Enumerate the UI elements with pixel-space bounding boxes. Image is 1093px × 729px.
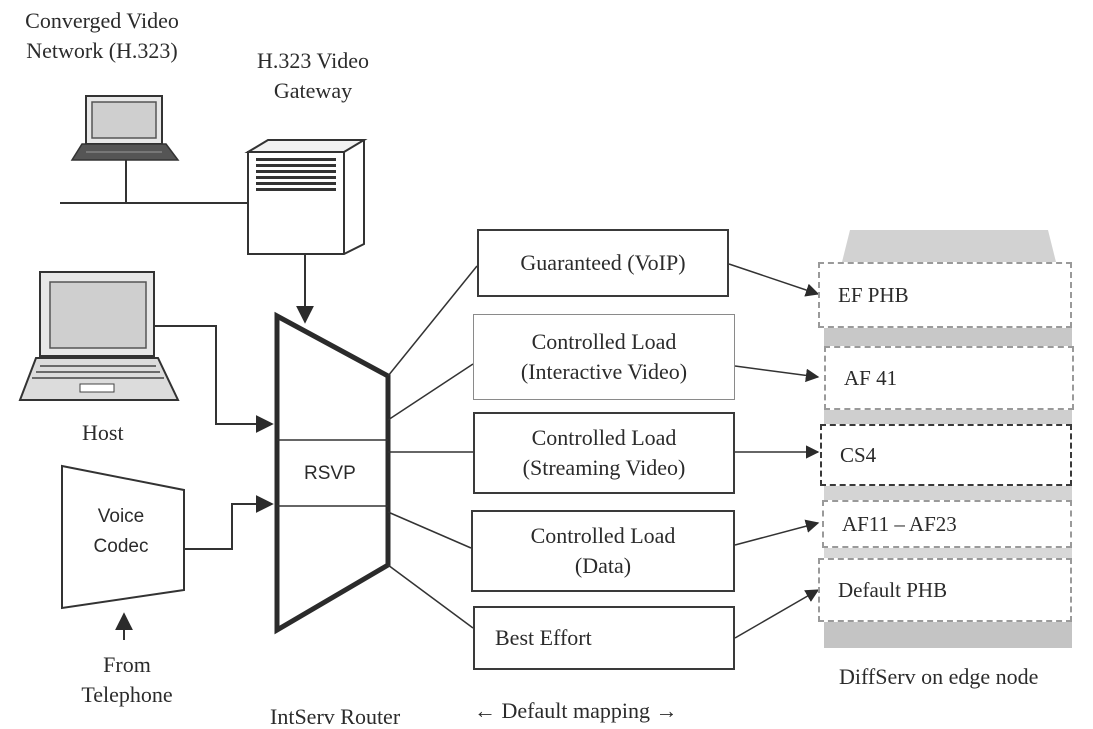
host-to-router-arrow bbox=[154, 325, 274, 433]
router-to-data-line bbox=[387, 511, 472, 549]
router-to-besteffort-line bbox=[387, 564, 474, 629]
intserv-class-streaming-video: Controlled Load (Streaming Video) bbox=[473, 412, 735, 494]
intserv-class-sublabel: (Data) bbox=[574, 553, 632, 578]
diffserv-class-label: EF PHB bbox=[838, 282, 909, 307]
diffserv-class-label: AF 41 bbox=[844, 365, 898, 390]
gateway-server-icon bbox=[244, 139, 368, 255]
diffserv-top-cap bbox=[842, 230, 1056, 262]
intserv-class-data: Controlled Load (Data) bbox=[471, 510, 735, 592]
codec-to-router-arrow bbox=[184, 495, 274, 550]
map-arrow-default bbox=[734, 589, 820, 639]
gateway-line1: H.323 Video bbox=[257, 48, 369, 73]
diffserv-band-4 bbox=[824, 548, 1072, 558]
intserv-class-label: Best Effort bbox=[495, 625, 592, 650]
diffserv-base bbox=[824, 622, 1072, 648]
intserv-class-guaranteed: Guaranteed (VoIP) bbox=[477, 229, 729, 297]
telephone-label: From Telephone bbox=[52, 650, 202, 710]
intserv-class-label: Controlled Load bbox=[531, 329, 677, 354]
router-to-guaranteed-line bbox=[387, 265, 478, 377]
codec-label: Voice Codec bbox=[66, 502, 176, 562]
default-mapping-label: ← Default mapping → bbox=[474, 698, 678, 723]
codec-line1: Voice bbox=[97, 506, 145, 527]
laptop-small-icon bbox=[70, 95, 180, 161]
from-line1: From bbox=[103, 652, 151, 677]
map-arrow-ef bbox=[728, 263, 820, 297]
rsvp-label: RSVP bbox=[304, 463, 356, 484]
diffserv-class-ef: EF PHB bbox=[818, 262, 1072, 328]
diffserv-band-3 bbox=[824, 486, 1072, 500]
diffserv-class-af11-af23: AF11 – AF23 bbox=[822, 500, 1072, 548]
diffserv-class-af41: AF 41 bbox=[824, 346, 1074, 410]
intserv-class-best-effort: Best Effort bbox=[473, 606, 735, 670]
host-laptop-icon bbox=[18, 271, 180, 401]
intserv-class-sublabel: (Streaming Video) bbox=[522, 455, 686, 480]
intserv-class-label: Controlled Load bbox=[530, 523, 676, 548]
from-line2: Telephone bbox=[81, 682, 173, 707]
codec-line2: Codec bbox=[93, 536, 149, 557]
map-arrow-af41 bbox=[734, 365, 820, 383]
diffserv-band-1 bbox=[824, 328, 1072, 348]
intserv-class-label: Controlled Load bbox=[531, 425, 677, 450]
intserv-class-sublabel: (Interactive Video) bbox=[520, 359, 688, 384]
diffserv-class-label: AF11 – AF23 bbox=[842, 511, 957, 536]
converged-network-line2: Network (H.323) bbox=[26, 38, 178, 63]
router-label: IntServ Router bbox=[270, 704, 401, 729]
host-label: Host bbox=[82, 420, 124, 445]
router-to-interactive-line bbox=[387, 363, 474, 421]
converged-network-label: Converged Video Network (H.323) bbox=[6, 6, 198, 66]
gateway-label: H.323 Video Gateway bbox=[230, 46, 396, 106]
diffserv-class-cs4: CS4 bbox=[820, 424, 1072, 486]
converged-network-line1: Converged Video bbox=[25, 8, 179, 33]
voice-codec-shape bbox=[61, 464, 185, 610]
diffserv-class-label: CS4 bbox=[840, 442, 877, 467]
gateway-line2: Gateway bbox=[273, 78, 353, 103]
map-arrow-af11 bbox=[734, 519, 820, 546]
diffserv-class-default: Default PHB bbox=[818, 558, 1072, 622]
diffserv-band-2 bbox=[824, 410, 1072, 424]
intserv-class-label: Guaranteed (VoIP) bbox=[520, 250, 686, 275]
diffserv-label: DiffServ on edge node bbox=[839, 664, 1039, 689]
diffserv-class-label: Default PHB bbox=[838, 577, 948, 602]
intserv-class-interactive-video: Controlled Load (Interactive Video) bbox=[473, 314, 735, 400]
